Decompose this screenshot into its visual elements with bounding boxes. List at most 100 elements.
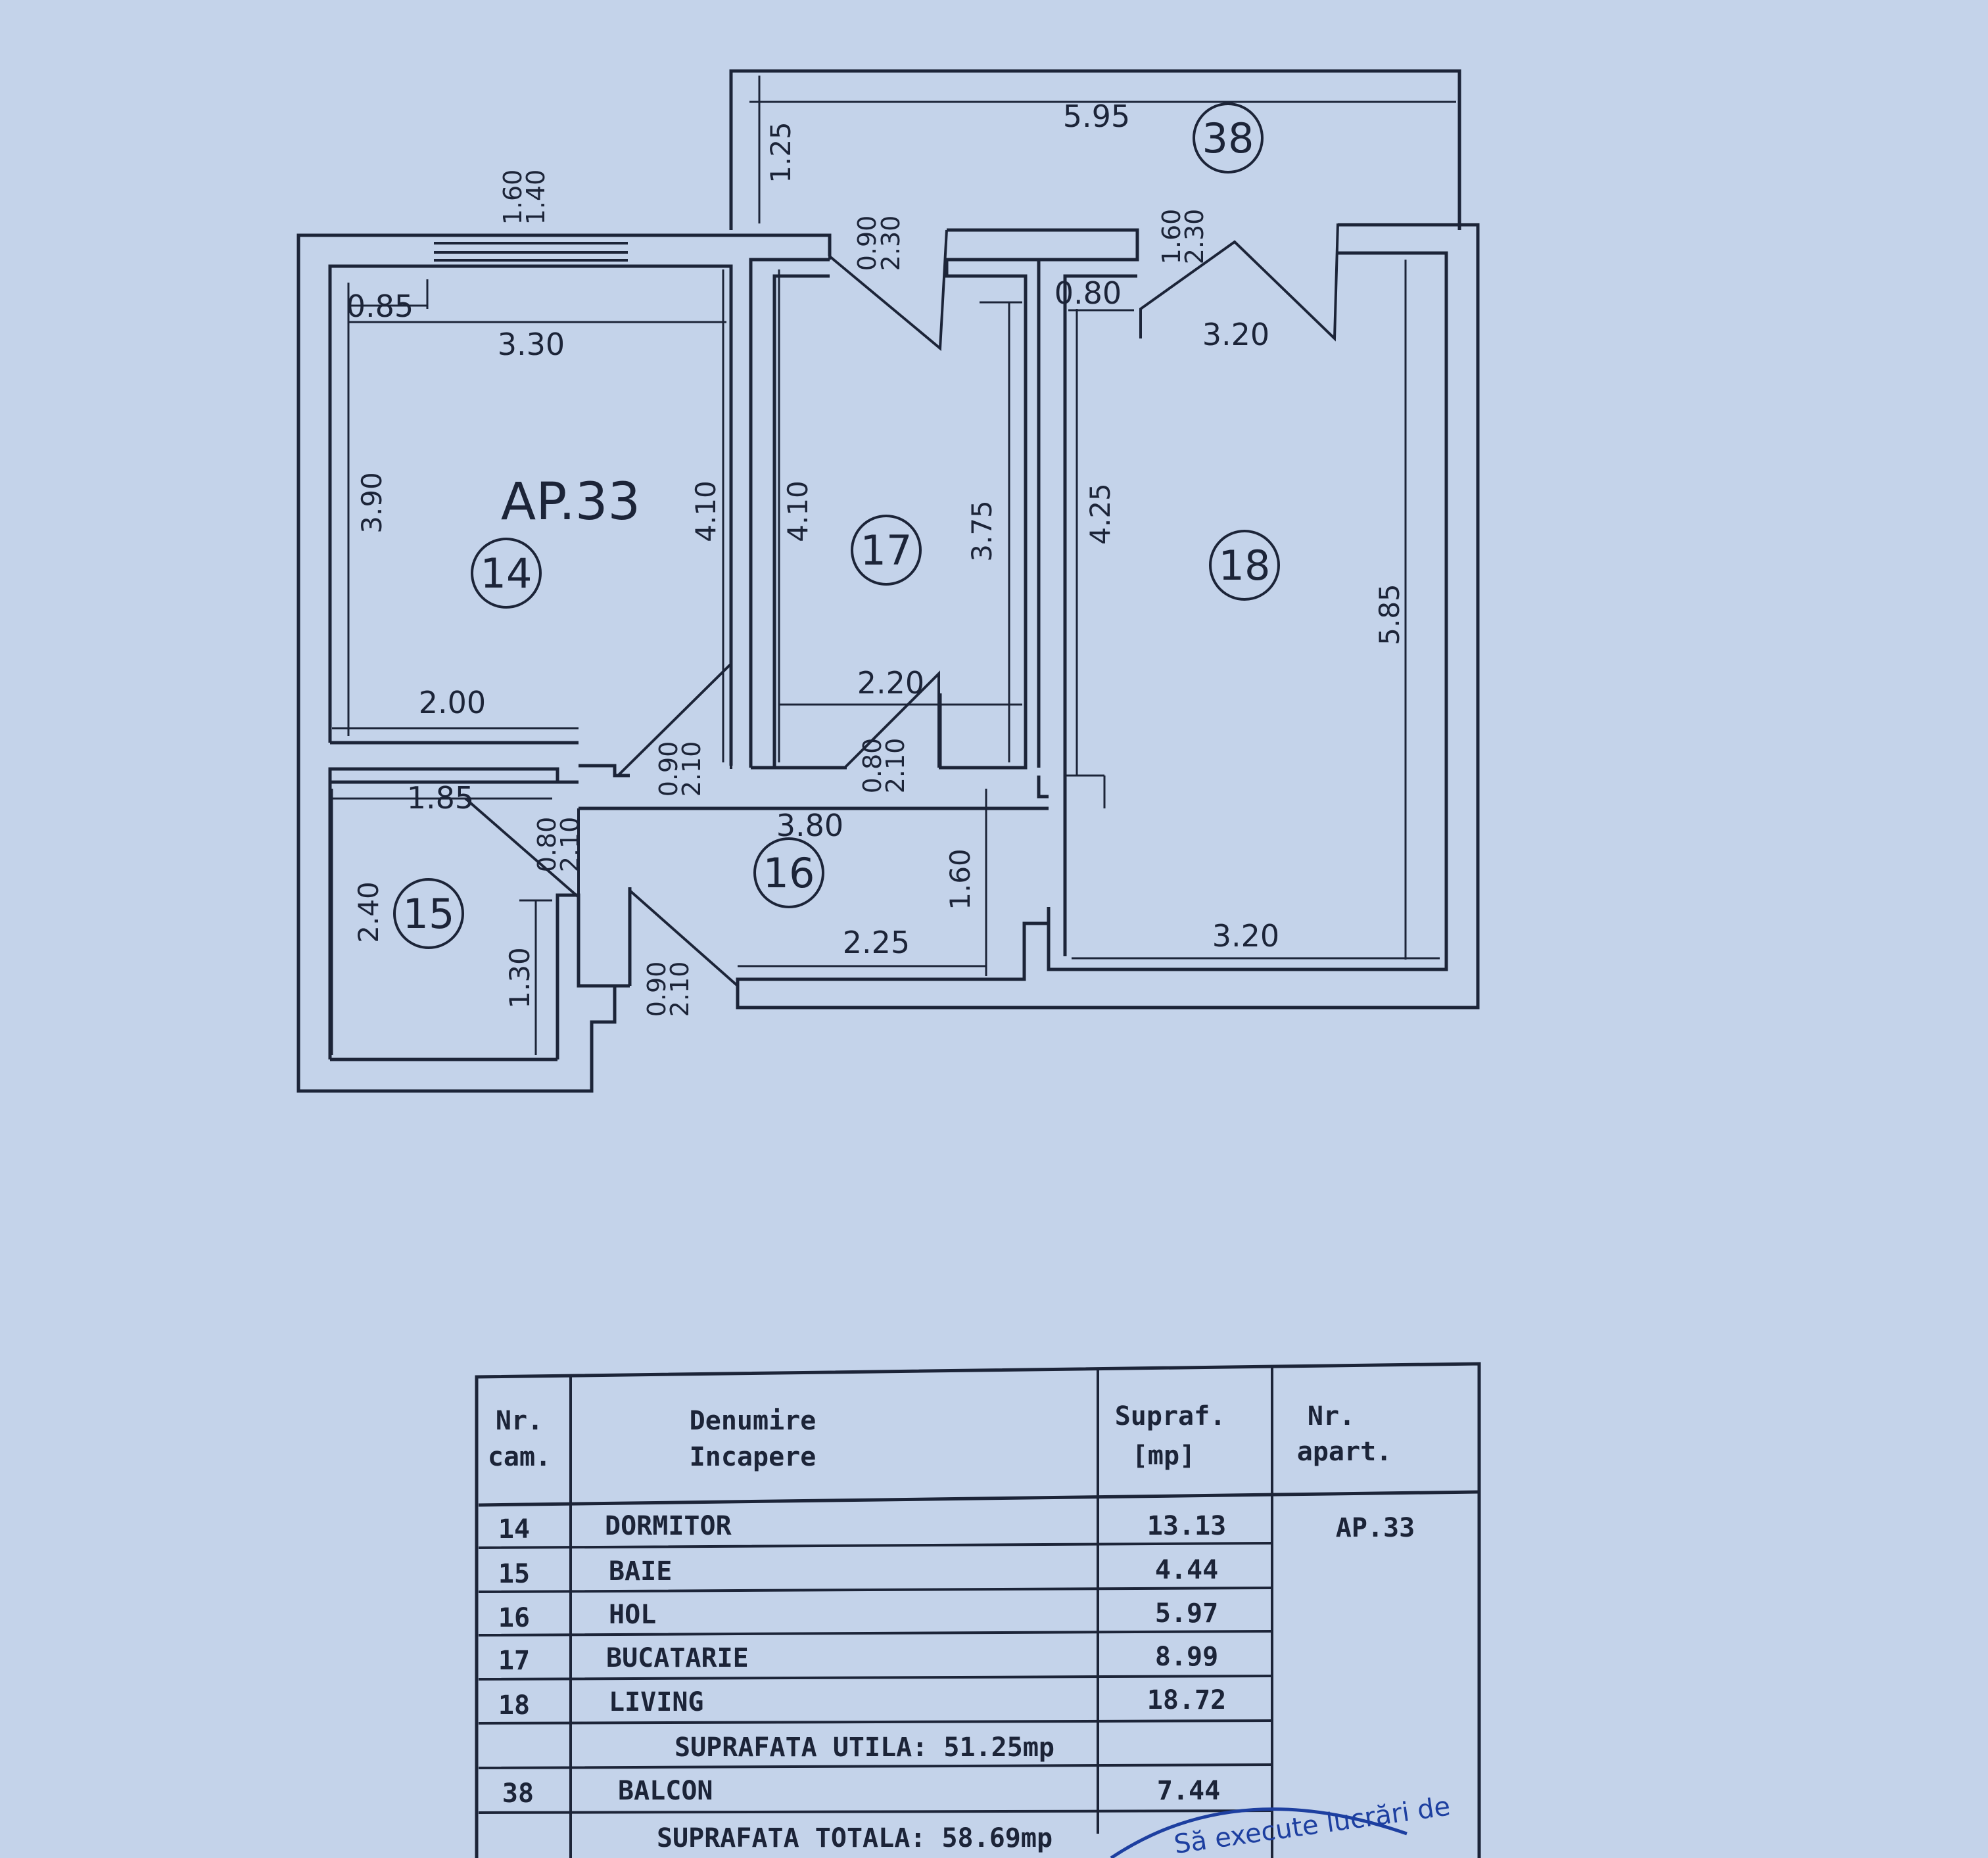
dim-kitchen-3-75: 3.75 [966,500,998,562]
row-area: 5.97 [1155,1598,1218,1629]
balcony-outline [729,69,1461,230]
door-entry-swing [628,889,739,1008]
dim-window-bedroom-b: 1.40 [521,170,550,225]
room-marker-16: 16 [753,837,824,908]
row-area: 13.13 [1147,1511,1226,1541]
dim-door-bath-a: 0.80 [532,817,561,873]
dim-door-entry-b: 2.10 [665,962,694,1017]
table-header-line [478,1490,1480,1507]
apart-value: AP.33 [1336,1513,1415,1543]
header-supraf-1: Supraf. [1115,1401,1226,1431]
row-area: 7.44 [1157,1776,1220,1806]
dim-living-4-25: 4.25 [1084,483,1116,545]
header-supraf-2: [mp] [1132,1441,1195,1471]
header-denumire-2: Incapere [690,1442,816,1472]
row-nr: 15 [498,1559,530,1589]
room-marker-14: 14 [471,538,542,609]
dim-bath-1-85: 1.85 [407,780,474,816]
bath-walls [328,767,615,1061]
dim-door-bedroom-a: 0.90 [654,741,683,797]
dim-window-living-a: 1.60 [1157,209,1186,265]
header-apart-2: apart. [1297,1437,1392,1467]
row-name: HOL [609,1600,656,1630]
door-bedroom-swing [617,661,732,777]
dim-hall-2-25: 2.25 [843,925,910,960]
dimension-lines [331,76,1456,1055]
door-bath-swing [464,797,580,900]
dim-living-3-20-bottom: 3.20 [1212,918,1279,954]
row-area: 8.99 [1155,1642,1218,1672]
table-row: 18 LIVING 18.72 [498,1685,1226,1721]
room-number: 16 [763,849,815,897]
dim-bedroom-4-10: 4.10 [690,480,722,542]
dim-window-living-b: 2.30 [1180,209,1209,265]
dim-window-kitchen-a: 0.90 [853,216,882,271]
dim-living-3-20-top: 3.20 [1202,317,1269,352]
inner-wall-bedroom [328,264,733,778]
room-number: 17 [861,526,912,574]
table-row: 15 BAIE 4.44 [498,1555,1218,1589]
dim-door-kitchen-a: 0.80 [858,738,887,794]
room-marker-18: 18 [1209,530,1280,601]
table-row: 16 HOL 5.97 [498,1598,1218,1633]
suprafata-totala: SUPRAFATA TOTALA: 58.69mp [657,1823,1053,1853]
table-row: 17 BUCATARIE 8.99 [498,1642,1218,1676]
room-number: 38 [1202,114,1254,162]
dim-window-bedroom-a: 1.60 [498,170,527,225]
dim-living-0-80: 0.80 [1054,275,1122,311]
dim-balcony-depth: 1.25 [765,122,797,183]
area-table: Să execute lucrări de Nr. cam. Denumire … [475,1362,1481,1858]
row-name: DORMITOR [605,1511,732,1541]
header-denumire-1: Denumire [690,1406,816,1436]
row-nr: 16 [498,1603,530,1633]
apartment-title: AP.33 [501,473,640,532]
dim-door-entry-a: 0.90 [642,962,671,1017]
row-area: 18.72 [1147,1685,1226,1715]
room-number: 15 [403,890,455,938]
door-kitchen-swing [843,670,940,769]
floor-plan: 5.95 1.25 1.60 1.40 0.85 3.30 3.90 4.10 … [296,69,1480,1093]
header-apart-1: Nr. [1308,1401,1355,1431]
row-name: BAIE [609,1556,672,1587]
row-name: BUCATARIE [606,1643,749,1673]
table-frame [475,1362,1481,1858]
stamp-arc [1110,1807,1408,1858]
dim-kitchen-2-20: 2.20 [857,665,924,701]
row-area: 4.44 [1155,1555,1218,1585]
room-marker-15: 15 [393,878,464,949]
room-marker-38: 38 [1193,103,1264,174]
window-living-swing [1139,223,1339,342]
table-row: 14 DORMITOR 13.13 [498,1511,1226,1544]
header-nr-cam-2: cam. [488,1442,551,1472]
suprafata-utila: SUPRAFATA UTILA: 51.25mp [674,1732,1054,1763]
dim-living-5-85: 5.85 [1373,584,1406,645]
row-nr: 18 [498,1690,530,1721]
living-walls [1037,251,1139,956]
window-kitchen-swing [828,229,948,352]
table-row-balcon: 38 BALCON 7.44 [502,1776,1220,1809]
dim-bedroom-0-85: 0.85 [346,289,414,324]
outer-wall [296,223,1480,1093]
dim-bath-2-40: 2.40 [352,881,385,943]
dim-balcony-width: 5.95 [1063,99,1130,134]
row-name: BALCON [618,1776,713,1806]
room-number: 18 [1219,542,1271,590]
dim-door-kitchen-b: 2.10 [881,738,910,794]
dim-bedroom-3-30: 3.30 [498,327,565,362]
dim-window-kitchen-b: 2.30 [876,216,905,271]
row-nr: 14 [498,1514,530,1544]
header-nr-cam-1: Nr. [496,1406,543,1436]
room-number: 14 [481,549,532,597]
dim-bedroom-2-00: 2.00 [419,685,486,720]
kitchen-walls [749,258,1041,770]
window-bedroom [434,234,628,262]
dim-bedroom-3-90: 3.90 [356,472,388,534]
dim-bath-1-30: 1.30 [504,947,536,1009]
dim-hall-1-60: 1.60 [944,848,976,910]
dim-kitchen-4-10: 4.10 [782,480,814,542]
row-nr: 38 [502,1778,534,1809]
dim-door-bath-b: 2.10 [556,817,584,873]
table-row-lines [478,1542,1273,1814]
row-name: LIVING [609,1687,704,1717]
dim-hall-3-80: 3.80 [776,808,843,843]
